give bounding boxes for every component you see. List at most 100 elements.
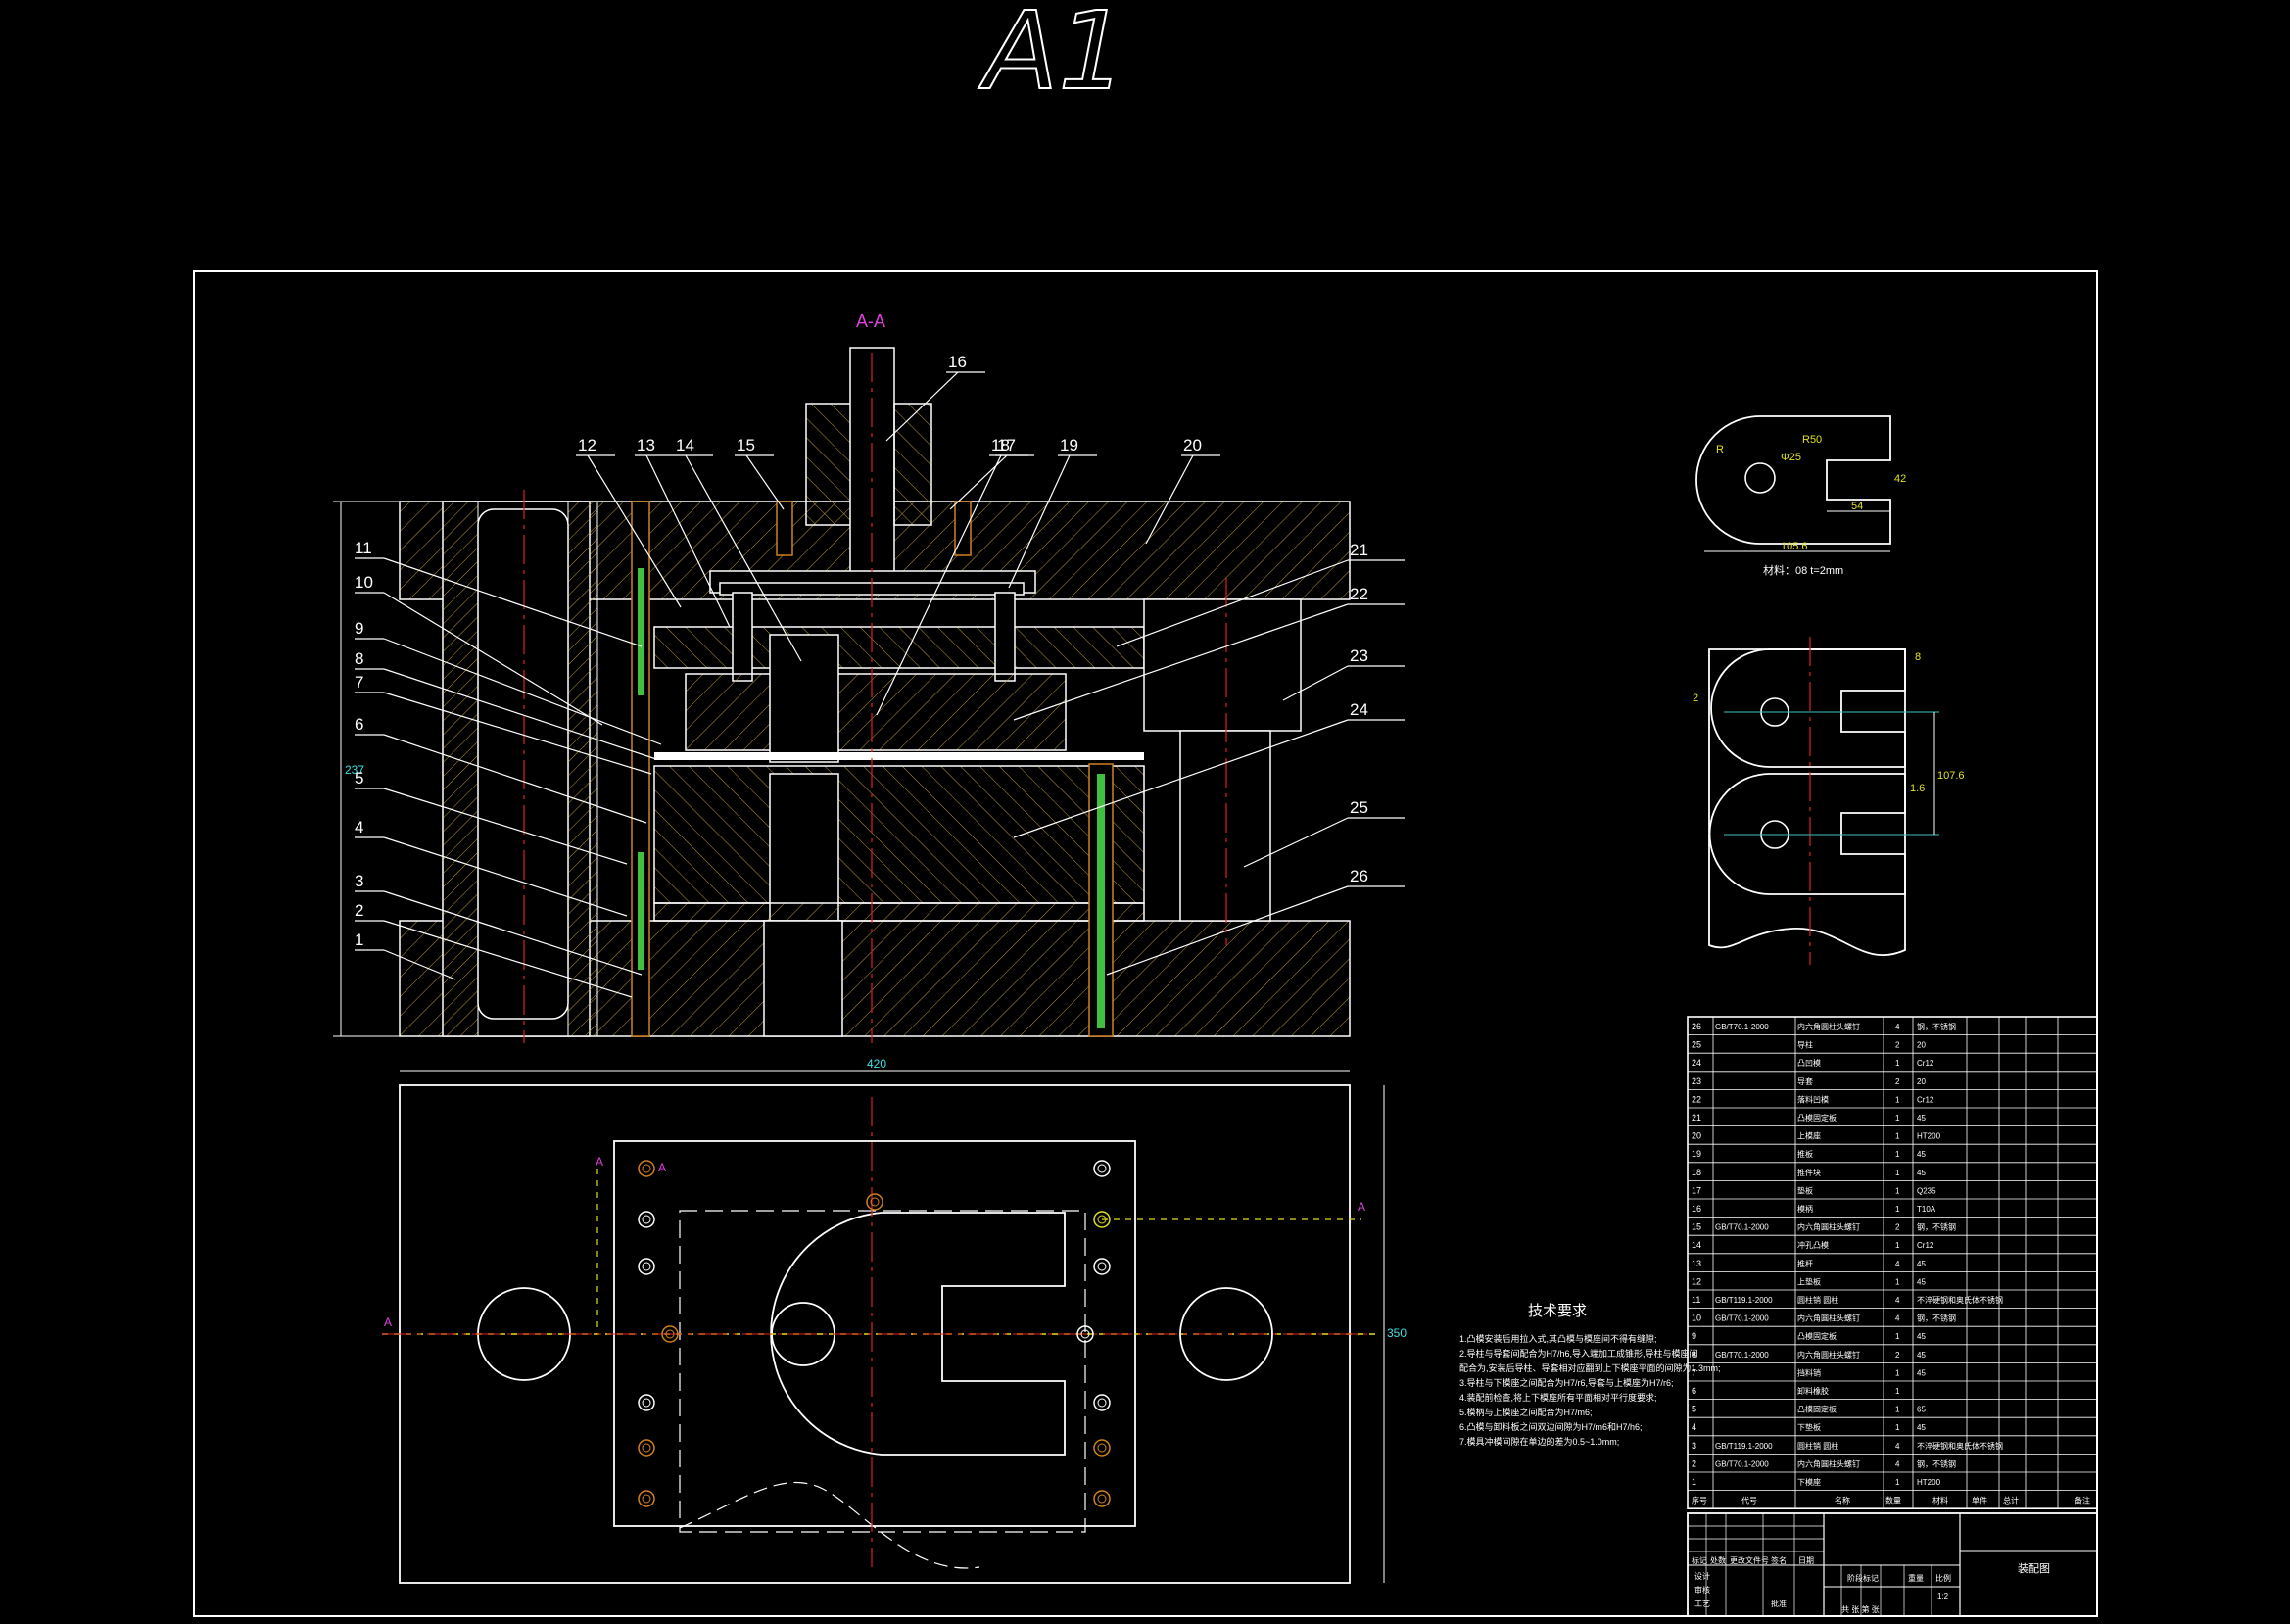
bom-cell-qty: 4: [1895, 1296, 1900, 1305]
balloon-10: 10: [355, 573, 373, 592]
tb-role-3: 工艺: [1694, 1600, 1710, 1608]
bom-cell-no: 19: [1692, 1149, 1701, 1159]
part-view: 105.6 54 42 Φ25 R50 R 材料：08 t=2mm: [1695, 415, 1906, 577]
bom-cell-mat: Cr12: [1917, 1241, 1934, 1250]
leader-lines: [355, 371, 1405, 998]
bom-cell-no: 23: [1692, 1076, 1701, 1086]
tech-req-line: 3.导柱与下模座之间配合为H7/r6,导套与上模座为H7/r6;: [1459, 1377, 1674, 1388]
strip-dim-pitch: 107.6: [1937, 770, 1965, 782]
plan-hole: [661, 1325, 679, 1343]
balloon-20: 20: [1183, 436, 1202, 454]
bom-cell-code: GB/T70.1-2000: [1715, 1459, 1769, 1468]
tech-req-line: 6.凸模与卸料板之间双边间隙为H7/m6和H7/h6;: [1459, 1421, 1643, 1432]
tb-weight: 重量: [1908, 1573, 1924, 1583]
bom-cell-no: 13: [1692, 1259, 1701, 1268]
balloon-15: 15: [737, 436, 755, 454]
bom-cell-name: 内六角圆柱头螺钉: [1797, 1314, 1860, 1323]
tech-req-line: 4.装配前检查,将上下模座所有平面相对平行度要求;: [1459, 1392, 1657, 1403]
tech-req-line: 配合为,安装后导柱、导套相对应翻到上下模座平面的间隙为1.3mm;: [1459, 1362, 1721, 1373]
bom-cell-name: 落料凹模: [1797, 1094, 1829, 1104]
bom-cell-qty: 1: [1895, 1368, 1900, 1377]
bom-header-no: 序号: [1692, 1496, 1707, 1505]
bom-cell-qty: 1: [1895, 1205, 1900, 1214]
strip-dim-gap: 1.6: [1910, 783, 1925, 794]
plan-hole-inner: [870, 1197, 880, 1207]
bom-cell-name: 推件块: [1797, 1168, 1821, 1177]
plan-hole: [638, 1490, 655, 1507]
bom-cell-no: 4: [1692, 1422, 1696, 1432]
bom-cell-qty: 1: [1895, 1387, 1900, 1396]
plan-hole: [638, 1439, 655, 1457]
balloon-17: 17: [997, 436, 1016, 454]
bom-cell-name: 卸料橡胶: [1797, 1386, 1829, 1396]
balloon-4: 4: [355, 818, 363, 836]
bom-cell-mat: 45: [1917, 1169, 1926, 1177]
plan-holes: [638, 1160, 1111, 1507]
cut-marker-1: A: [384, 1315, 392, 1329]
plan-hole: [1093, 1490, 1111, 1507]
bom-cell-no: 1: [1692, 1477, 1696, 1487]
bom-frame: [1687, 1016, 2098, 1510]
balloon-5: 5: [355, 769, 363, 788]
balloon-25: 25: [1350, 798, 1368, 817]
bom-cell-no: 21: [1692, 1113, 1701, 1122]
tb-mark-1: 标记: [1692, 1555, 1707, 1565]
bom-cell-code: GB/T119.1-2000: [1715, 1442, 1773, 1451]
bom-cell-name: 上垫板: [1797, 1276, 1821, 1286]
plan-hole: [1076, 1325, 1094, 1343]
bom-header-code: 代号: [1741, 1496, 1757, 1505]
bom-cell-no: 12: [1692, 1276, 1701, 1286]
bom-cell-no: 8: [1692, 1350, 1696, 1360]
bom-cell-name: 内六角圆柱头螺钉: [1797, 1222, 1860, 1232]
bom-cell-no: 16: [1692, 1204, 1701, 1214]
tb-mark-4: 签名: [1771, 1555, 1787, 1565]
balloon-24: 24: [1350, 700, 1368, 719]
balloon-14: 14: [676, 436, 694, 454]
plan-hole: [1093, 1258, 1111, 1275]
bom-cell-name: 凸模固定板: [1797, 1113, 1837, 1122]
tech-req-line: 2.导柱与导套间配合为H7/h6,导入端加工成锥形,导柱与模座间: [1459, 1348, 1698, 1359]
bom-cell-name: 上模座: [1797, 1131, 1821, 1141]
plan-hole: [1093, 1160, 1111, 1177]
bom-cell-mat: Q235: [1917, 1186, 1936, 1195]
sheet-title: A1: [978, 0, 1126, 114]
bom-cell-no: 17: [1692, 1185, 1701, 1195]
plan-hole-inner: [642, 1262, 651, 1271]
bom-cell-qty: 1: [1895, 1241, 1900, 1250]
bom-cell-no: 6: [1692, 1386, 1696, 1396]
bom-cell-mat: 20: [1917, 1077, 1926, 1086]
tech-req-title: 技术要求: [1528, 1303, 1587, 1319]
bom-cell-no: 14: [1692, 1240, 1701, 1250]
drawing-frame: [193, 270, 2098, 1617]
part-dim-r2: R: [1716, 444, 1724, 455]
drawing-name: 装配图: [2018, 1562, 2050, 1575]
balloon-13: 13: [637, 436, 655, 454]
bom-cell-no: 2: [1692, 1458, 1696, 1468]
bom-header-total: 总计: [2003, 1496, 2019, 1505]
bom-cell-name: 凸模固定板: [1797, 1405, 1837, 1414]
dim-plan-width: 420: [867, 1057, 886, 1071]
plan-hole-inner: [1080, 1329, 1090, 1339]
bom-cell-qty: 4: [1895, 1459, 1900, 1468]
balloon-2: 2: [355, 901, 363, 920]
bom-header-single: 单件: [1972, 1496, 1987, 1505]
part-material-note: 材料：08 t=2mm: [1763, 563, 1843, 577]
bom-cell-name: 冲孔凸模: [1797, 1240, 1829, 1250]
bom-cell-mat: 不淬硬钢和奥氏体不锈钢: [1917, 1441, 2003, 1451]
plan-hole: [866, 1193, 883, 1211]
plan-hole: [638, 1160, 655, 1177]
bom-cell-no: 7: [1692, 1367, 1696, 1377]
tb-stage: 阶段标记: [1847, 1573, 1879, 1583]
bom-cell-no: 24: [1692, 1058, 1701, 1068]
bom-cell-code: GB/T70.1-2000: [1715, 1223, 1769, 1232]
bom-cell-qty: 4: [1895, 1023, 1900, 1031]
bom-cell-code: GB/T119.1-2000: [1715, 1296, 1773, 1305]
plan-hole-inner: [642, 1215, 651, 1224]
bom-cell-mat: 45: [1917, 1114, 1926, 1122]
plan-hole: [1093, 1394, 1111, 1411]
bom-cell-no: 10: [1692, 1314, 1701, 1323]
bom-cell-qty: 2: [1895, 1223, 1900, 1232]
dim-front-height: 237: [345, 763, 364, 777]
bom-header-mat: 材料: [1932, 1496, 1948, 1505]
